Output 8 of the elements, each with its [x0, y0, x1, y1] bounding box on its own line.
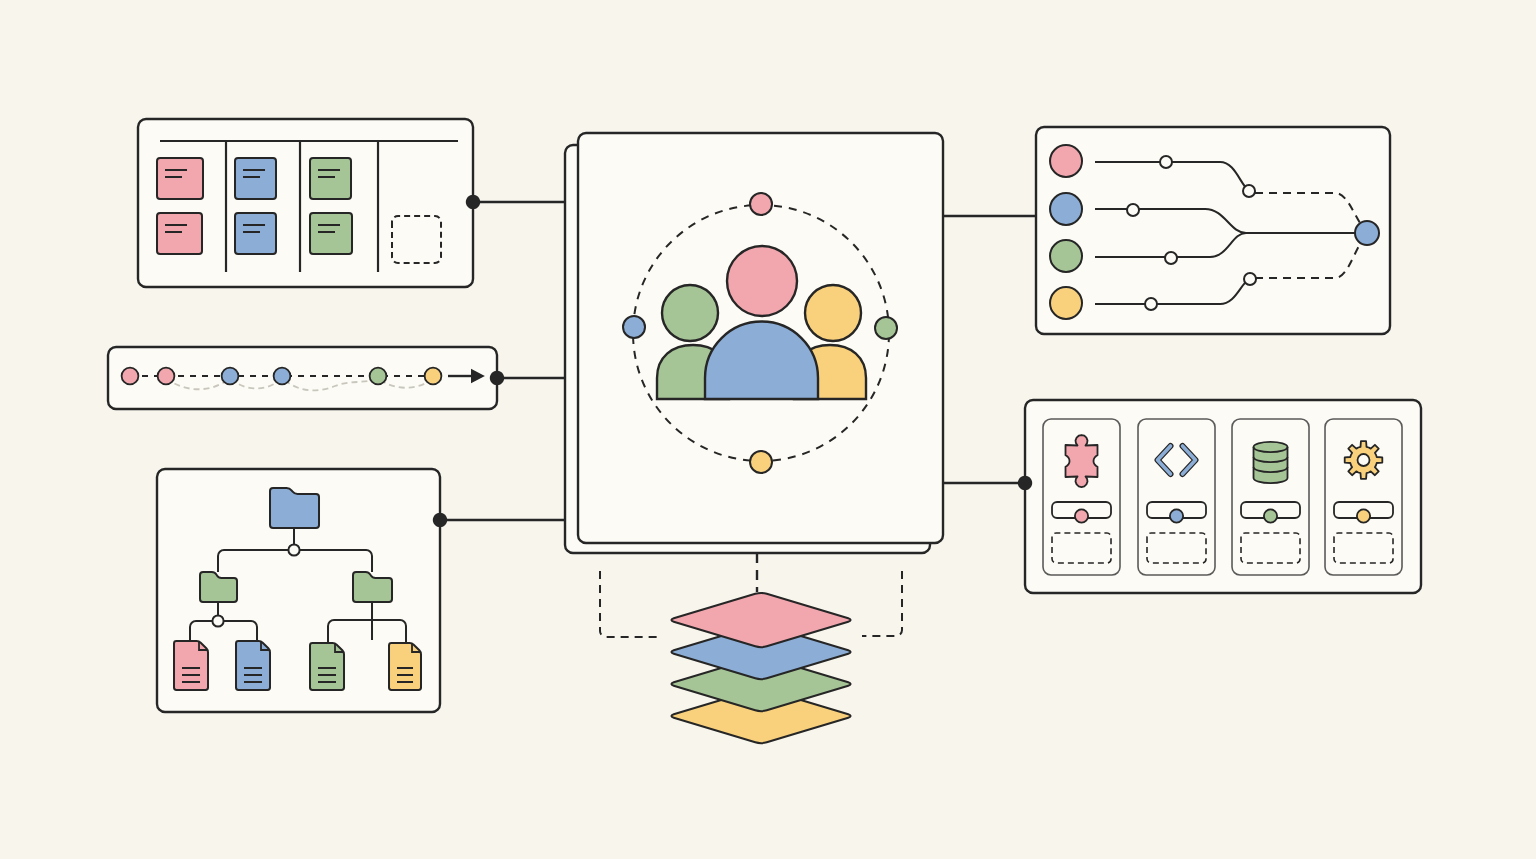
connector-line	[465, 194, 565, 210]
layer-stack	[670, 592, 852, 744]
connector-line	[755, 553, 759, 592]
connector-line	[943, 214, 1036, 218]
connector-line	[489, 370, 565, 386]
panel	[106, 345, 499, 411]
connector-line	[943, 475, 1033, 491]
connector-line	[432, 512, 565, 528]
